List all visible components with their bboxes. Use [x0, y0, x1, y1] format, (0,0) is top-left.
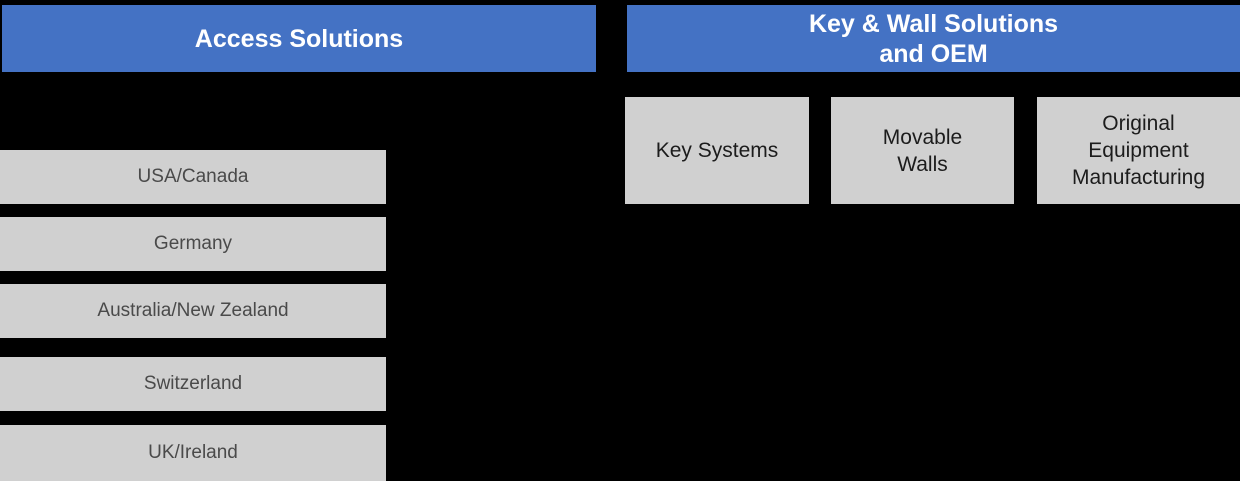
unit-box-label: Switzerland — [143, 373, 243, 394]
division-header-access-solutions[interactable]: Access Solutions — [2, 5, 596, 72]
unit-box-switzerland[interactable]: Switzerland — [0, 357, 386, 411]
unit-box-label: Key Systems — [655, 139, 779, 162]
division-title-line: Access Solutions — [194, 24, 404, 53]
division-header-key-wall-solutions-and-oem[interactable]: Key & Wall Solutions and OEM — [627, 5, 1240, 72]
unit-box-australia-new-zealand[interactable]: Australia/New Zealand — [0, 284, 386, 338]
unit-box-label: USA/Canada — [137, 166, 249, 187]
unit-box-key-systems[interactable]: Key Systems — [625, 97, 809, 204]
division-title-line: and OEM — [879, 39, 988, 68]
unit-box-label-group: Movable Walls — [883, 124, 962, 178]
division-title-text: Key & Wall Solutions and OEM — [809, 9, 1058, 69]
unit-box-movable-walls[interactable]: Movable Walls — [831, 97, 1014, 204]
unit-box-label-group: Key Systems — [656, 137, 779, 164]
unit-box-label: Germany — [153, 233, 233, 254]
division-title-line: Key & Wall Solutions — [808, 9, 1059, 38]
unit-box-label: Walls — [897, 152, 948, 176]
unit-box-original-equipment-manufacturing[interactable]: Original Equipment Manufacturing — [1037, 97, 1240, 204]
unit-box-label: Original — [1102, 112, 1175, 135]
unit-box-label: Equipment — [1088, 139, 1189, 162]
unit-box-label-group: Original Equipment Manufacturing — [1072, 110, 1205, 191]
unit-box-germany[interactable]: Germany — [0, 217, 386, 271]
unit-box-label: Manufacturing — [1071, 166, 1206, 189]
unit-box-label: Australia/New Zealand — [97, 300, 289, 321]
division-title-text: Access Solutions — [195, 24, 403, 54]
unit-box-usa-canada[interactable]: USA/Canada — [0, 150, 386, 204]
unit-box-label: Movable — [882, 125, 963, 149]
unit-box-label: UK/Ireland — [148, 442, 238, 463]
unit-box-uk-ireland[interactable]: UK/Ireland — [0, 425, 386, 481]
